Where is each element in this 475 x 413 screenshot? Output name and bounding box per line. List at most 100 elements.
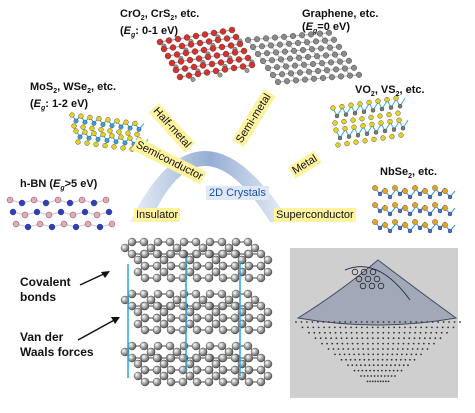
carbon-atom	[230, 301, 240, 311]
carbon-atom	[140, 273, 150, 283]
carbon-atom	[178, 249, 188, 259]
carbon-atom	[296, 54, 303, 61]
sulfur-atom	[335, 142, 341, 148]
vanadium-atom	[343, 112, 349, 117]
carbon-atom	[218, 353, 228, 363]
carbon-atom	[315, 67, 322, 74]
lattice-dot	[366, 326, 369, 329]
boron-atom	[93, 211, 101, 219]
carbon-atom	[127, 353, 137, 363]
lattice-dot	[391, 353, 394, 356]
carbon-atom	[237, 307, 247, 317]
lattice-dot	[410, 353, 413, 356]
lattice-dot	[313, 331, 316, 334]
lattice-dot	[371, 321, 374, 323]
lattice-dot	[300, 321, 303, 323]
lattice-dot	[353, 369, 356, 372]
sulfur-atom	[96, 115, 102, 122]
oxygen-atom	[219, 28, 227, 35]
carbon-atom	[279, 71, 286, 78]
carbon-atom	[185, 267, 195, 277]
lattice-dot	[392, 369, 395, 372]
carbon-atom	[263, 371, 273, 381]
carbon-atom	[159, 319, 169, 329]
lattice-dot	[420, 326, 423, 329]
lattice-dot	[452, 326, 455, 329]
lattice-dot	[377, 369, 379, 372]
lattice-dot	[306, 326, 309, 329]
phase-superconductor: Superconductor	[274, 208, 356, 222]
carbon-atom	[346, 57, 353, 64]
sulfur-atom	[369, 121, 375, 128]
oxygen-atom	[160, 45, 168, 53]
molybdenum-atom	[109, 123, 115, 129]
carbon-atom	[218, 365, 228, 375]
oxygen-atom	[196, 39, 204, 47]
lattice-dot	[387, 326, 390, 329]
carbon-atom	[191, 341, 201, 351]
carbon-atom	[204, 325, 214, 335]
lattice-dot	[368, 364, 371, 367]
carbon-atom	[322, 37, 329, 44]
lattice-dot	[396, 353, 399, 356]
lattice-dot	[321, 342, 323, 345]
graphite-layer	[120, 341, 273, 387]
lattice-dot	[446, 331, 448, 334]
carbon-atom	[244, 261, 254, 271]
carbon-atom	[120, 295, 130, 305]
carbon-atom	[324, 67, 331, 74]
vdw-arrow	[77, 317, 120, 341]
lattice-dot	[366, 375, 369, 377]
lattice-dot	[314, 337, 317, 340]
carbon-atom	[217, 237, 227, 247]
carbon-atom	[295, 40, 302, 47]
lattice-dot	[349, 321, 352, 323]
nitrogen-atom	[66, 199, 74, 207]
molybdenum-atom	[73, 118, 79, 124]
oxygen-atom	[209, 45, 217, 52]
lattice-dot	[402, 342, 405, 345]
niobium-atom	[417, 225, 423, 231]
lattice-dot	[382, 321, 385, 323]
sulfur-atom	[342, 126, 348, 132]
lattice-dot	[372, 364, 375, 367]
label-nbse2: NbSe2, etc.	[380, 166, 438, 181]
carbon-atom	[152, 353, 162, 363]
lattice-dot	[433, 342, 435, 345]
sulfur-atom	[398, 132, 404, 138]
lattice-dot	[412, 342, 415, 345]
carbon-atom	[284, 78, 291, 85]
carbon-atom	[140, 353, 150, 363]
sulfur-atom	[353, 139, 359, 145]
carbon-atom	[140, 365, 150, 375]
niobium-atom	[427, 228, 433, 234]
molybdenum-atom	[95, 136, 101, 142]
carbon-atom	[319, 60, 326, 67]
lattice-dot	[364, 364, 367, 367]
lattice-dot	[419, 331, 422, 334]
sulfur-atom	[71, 123, 77, 129]
oxygen-atom	[165, 37, 173, 44]
carbon-atom	[152, 313, 162, 323]
lattice-dot	[377, 353, 379, 356]
carbon-atom	[218, 249, 228, 259]
carbon-atom	[185, 307, 195, 317]
sulfur-atom	[116, 129, 122, 135]
carbon-atom	[292, 62, 299, 69]
carbon-atom	[305, 54, 312, 61]
carbon-atom	[211, 359, 221, 369]
lattice-dot	[407, 342, 410, 345]
carbon-atom	[172, 295, 182, 305]
carbon-atom	[256, 325, 266, 335]
lattice-dot	[404, 358, 407, 361]
carbon-atom	[333, 66, 340, 73]
carbon-atom	[153, 289, 163, 299]
lattice-dot	[377, 358, 379, 361]
oxygen-atom	[172, 66, 180, 74]
selenium-atom	[372, 185, 378, 191]
carbon-atom	[256, 365, 266, 375]
carbon-atom	[152, 261, 162, 271]
carbon-atom	[146, 243, 156, 253]
selenium-atom	[432, 202, 438, 208]
sulfur-atom	[384, 96, 390, 103]
